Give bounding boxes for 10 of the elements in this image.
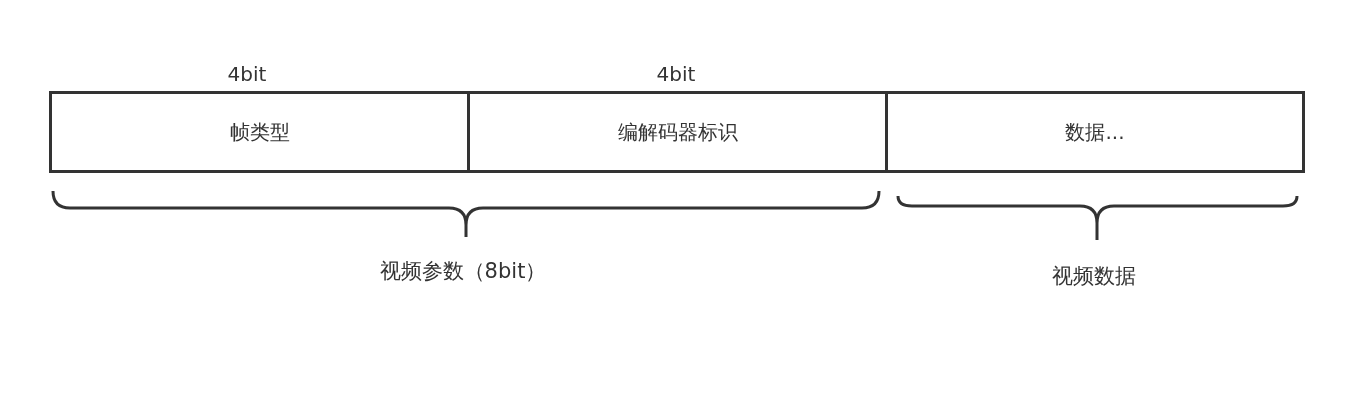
field-label: 帧类型 — [229, 118, 290, 146]
field-box — [467, 91, 888, 173]
field-label: 数据... — [1065, 118, 1125, 146]
field-label: 编解码器标识 — [617, 118, 738, 146]
group-label: 视频数据 — [1052, 264, 1136, 290]
group-label: 视频参数（8bit） — [379, 259, 547, 285]
field-box — [49, 91, 470, 173]
bit-width-label: 4bit — [227, 62, 267, 86]
bit-width-label: 4bit — [656, 62, 696, 86]
field-box — [885, 91, 1305, 173]
